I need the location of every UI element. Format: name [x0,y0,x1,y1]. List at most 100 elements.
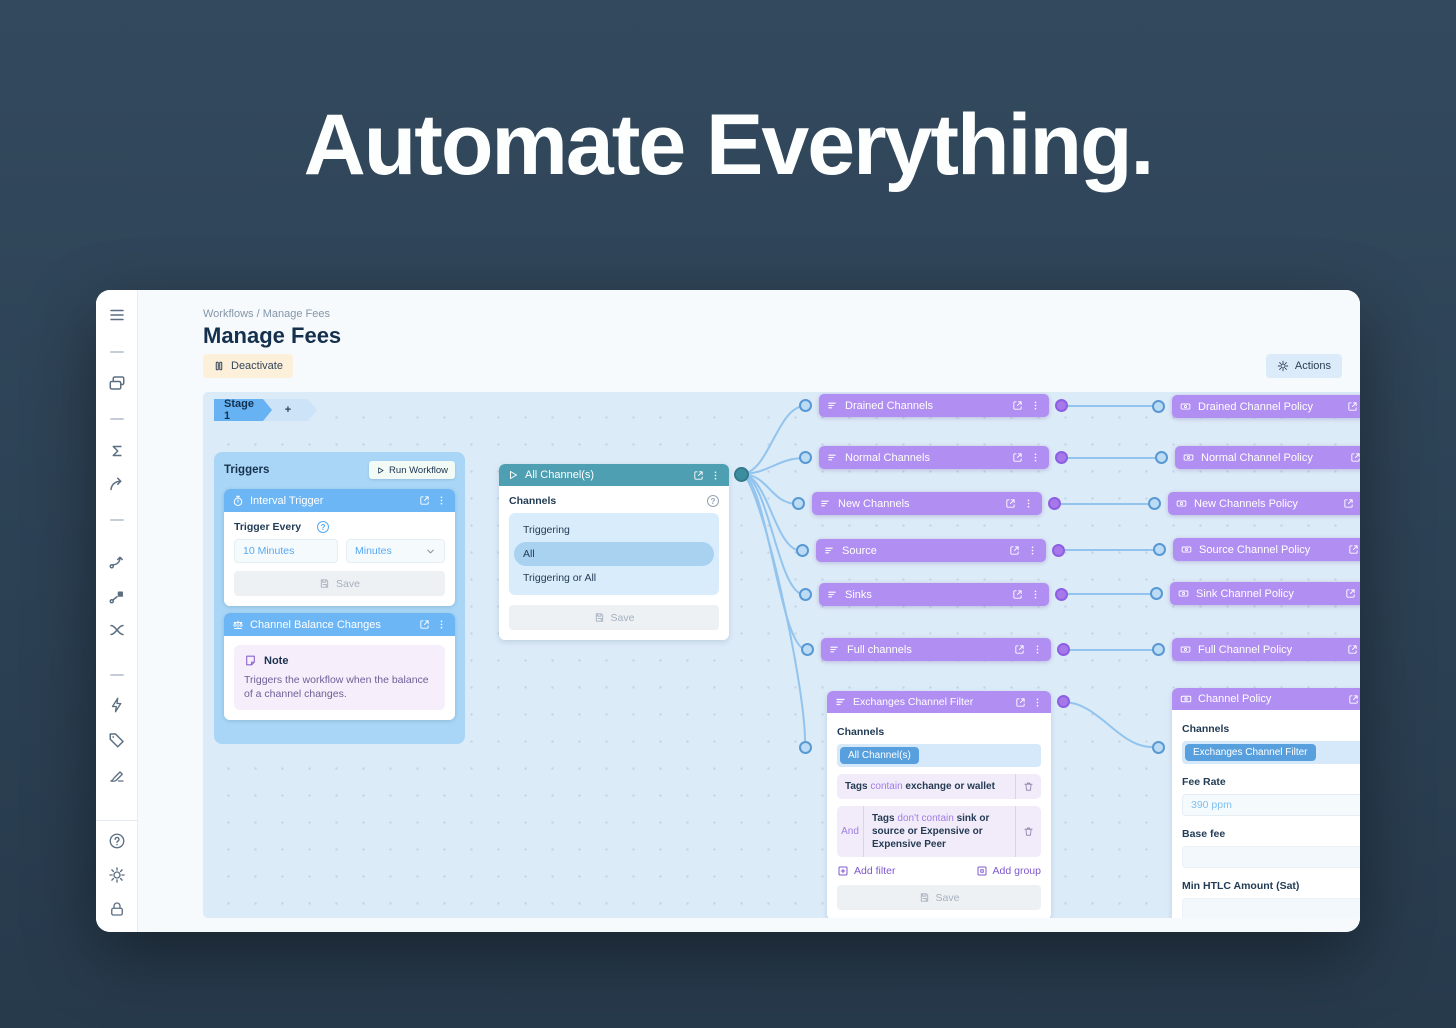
option-triggering-or-all[interactable]: Triggering or All [523,572,597,584]
trash-icon[interactable] [1015,806,1041,857]
forward-arrow-icon[interactable] [108,476,126,494]
kebab-menu-icon[interactable] [1030,452,1041,463]
route-nodes-icon[interactable] [108,587,126,605]
expand-icon[interactable] [1348,694,1359,705]
input-port-drained-channel-policy[interactable] [1152,400,1165,413]
channel-policy-node[interactable]: Channel Policy Channels Exchanges Channe… [1172,688,1360,918]
output-port-drained-channels[interactable] [1055,399,1068,412]
node-full-channel-policy[interactable]: Full Channel Policy [1172,638,1360,661]
input-port-full-channels[interactable] [801,643,814,656]
channels-icon[interactable] [108,374,126,392]
node-source-channel-policy[interactable]: Source Channel Policy [1173,538,1360,561]
channels-chip-box[interactable]: Exchanges Channel Filter [1182,741,1360,764]
deactivate-button[interactable]: Deactivate [203,354,293,378]
tab-stage-1[interactable]: Stage 1 [214,399,272,421]
route-arrow-icon[interactable] [108,552,126,570]
expand-icon[interactable] [1012,400,1023,411]
node-sinks[interactable]: Sinks [819,583,1049,606]
exchanges-channel-filter-node[interactable]: Exchanges Channel Filter Channels All Ch… [827,691,1051,918]
kebab-menu-icon[interactable] [1032,644,1043,655]
expand-icon[interactable] [1350,452,1360,463]
node-new-channels-policy[interactable]: New Channels Policy [1168,492,1360,515]
workflow-canvas[interactable]: Stage 1 + Triggers Run Workflow Interval… [203,392,1360,918]
output-port-sinks[interactable] [1055,588,1068,601]
kebab-menu-icon[interactable] [1030,400,1041,411]
expand-icon[interactable] [1014,644,1025,655]
expand-icon[interactable] [1012,589,1023,600]
trash-icon[interactable] [1015,774,1041,799]
input-port-drained-channels[interactable] [799,399,812,412]
input-port-sink-channel-policy[interactable] [1150,587,1163,600]
input-port-normal-channel-policy[interactable] [1155,451,1168,464]
node-drained-channel-policy[interactable]: Drained Channel Policy [1172,395,1360,418]
input-port-exchanges-filter[interactable] [799,741,812,754]
node-normal-channel-policy[interactable]: Normal Channel Policy [1175,446,1360,469]
and-connector[interactable]: And [837,806,864,857]
summary-icon[interactable] [108,442,126,460]
kebab-menu-icon[interactable] [436,495,447,506]
channel-balance-changes-node[interactable]: Channel Balance Changes Note Triggers th… [224,613,455,721]
input-port-sinks[interactable] [799,588,812,601]
expand-icon[interactable] [1345,588,1356,599]
input-port-new-channels-policy[interactable] [1148,497,1161,510]
help-icon[interactable] [108,832,126,850]
input-port-new-channels[interactable] [792,497,805,510]
output-port-normal-channels[interactable] [1055,451,1068,464]
breadcrumb[interactable]: Workflows / Manage Fees [203,308,330,320]
interval-unit-select[interactable]: Minutes [346,539,445,563]
node-normal-channels[interactable]: Normal Channels [819,446,1049,469]
node-new-channels[interactable]: New Channels [812,492,1042,515]
kebab-menu-icon[interactable] [1027,545,1038,556]
node-source[interactable]: Source [816,539,1046,562]
actions-button[interactable]: Actions [1265,354,1342,378]
kebab-menu-icon[interactable] [1032,697,1043,708]
question-icon[interactable]: ? [317,521,330,533]
expand-icon[interactable] [1009,545,1020,556]
input-port-full-channel-policy[interactable] [1152,643,1165,656]
expand-icon[interactable] [1343,498,1354,509]
input-port-channel-policy[interactable] [1152,741,1165,754]
channels-chip-box[interactable]: All Channel(s) [837,744,1041,767]
input-port-source[interactable] [796,544,809,557]
interval-trigger-node[interactable]: Interval Trigger Trigger Every ? Minute [224,489,455,606]
add-stage-tab[interactable]: + [263,399,317,421]
fee-rate-input[interactable] [1182,794,1360,816]
output-port-full-channels[interactable] [1057,643,1070,656]
output-port-new-channels[interactable] [1048,497,1061,510]
interval-value-input[interactable] [234,539,338,563]
min-htlc-input[interactable] [1182,898,1360,918]
output-port-source[interactable] [1052,544,1065,557]
exchanges-filter-chip[interactable]: Exchanges Channel Filter [1185,744,1316,761]
kebab-menu-icon[interactable] [1030,589,1041,600]
output-port-all-channels[interactable] [734,467,749,482]
settings-icon[interactable] [108,866,126,884]
option-triggering[interactable]: Triggering [523,524,570,536]
kebab-menu-icon[interactable] [436,619,447,630]
lock-icon[interactable] [108,900,126,918]
expand-icon[interactable] [1012,452,1023,463]
all-channels-node[interactable]: All Channel(s) Channels ? Triggering All… [499,464,729,640]
filter-expression[interactable]: Tags contain exchange or wallet [845,781,995,792]
expand-icon[interactable] [1347,644,1358,655]
save-button[interactable]: Save [234,571,445,596]
filter-expression[interactable]: Tags don't contain sink or source or Exp… [872,813,990,850]
expand-icon[interactable] [1347,401,1358,412]
kebab-menu-icon[interactable] [710,470,721,481]
input-port-normal-channels[interactable] [799,451,812,464]
crossed-paths-icon[interactable] [108,621,126,639]
expand-icon[interactable] [1005,498,1016,509]
output-port-exchanges-filter[interactable] [1057,695,1070,708]
node-sink-channel-policy[interactable]: Sink Channel Policy [1170,582,1360,605]
signature-icon[interactable] [108,766,126,784]
menu-icon[interactable] [108,306,126,324]
option-all-selected[interactable]: All [514,542,714,566]
add-group-button[interactable]: Add group [976,865,1041,877]
expand-icon[interactable] [1015,697,1026,708]
run-workflow-button[interactable]: Run Workflow [369,461,455,479]
expand-icon[interactable] [419,619,430,630]
add-filter-button[interactable]: Add filter [837,865,895,877]
tag-icon[interactable] [108,731,126,749]
save-button[interactable]: Save [837,885,1041,910]
node-drained-channels[interactable]: Drained Channels [819,394,1049,417]
all-channels-chip[interactable]: All Channel(s) [840,747,919,764]
